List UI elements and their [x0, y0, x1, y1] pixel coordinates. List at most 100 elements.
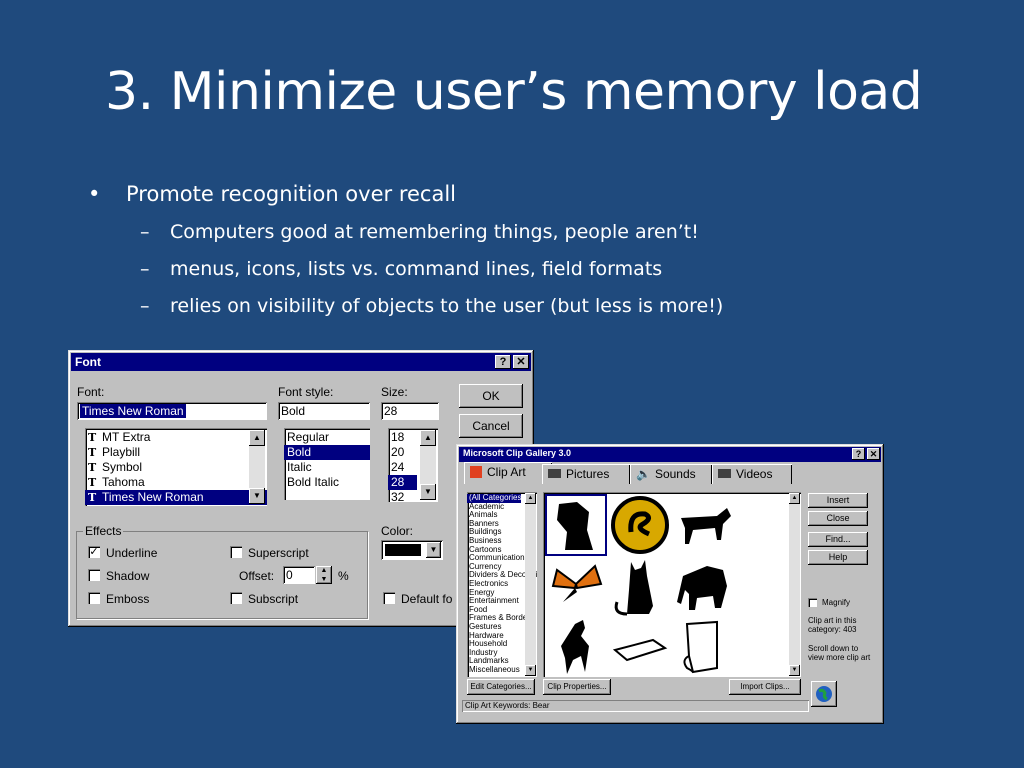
clip-art-grid[interactable]: ▲ ▼ — [543, 492, 801, 677]
effects-label: Effects — [83, 524, 124, 538]
help-button[interactable]: ? — [852, 448, 865, 460]
tab-clip-art[interactable]: Clip Art — [464, 462, 552, 484]
list-item[interactable]: Currency — [469, 561, 502, 571]
list-item[interactable]: Communication — [469, 553, 525, 563]
bull-clip[interactable] — [673, 494, 735, 556]
help-button[interactable]: ? — [495, 355, 511, 369]
list-item[interactable]: Entertainment — [469, 596, 519, 606]
subscript-checkbox[interactable] — [230, 592, 242, 604]
scroll-up-icon[interactable]: ▲ — [249, 430, 265, 446]
ok-button[interactable]: OK — [459, 384, 523, 408]
list-item[interactable]: Regular — [287, 430, 330, 444]
list-item[interactable]: Miscellaneous — [469, 664, 520, 674]
list-item[interactable]: 20 — [391, 445, 405, 459]
list-item[interactable]: Household — [469, 639, 508, 649]
font-style-list[interactable]: Regular Bold Italic Bold Italic — [284, 428, 370, 500]
clip-gallery-title: Microsoft Clip Gallery 3.0 — [463, 448, 572, 458]
truetype-icon: T — [88, 446, 97, 459]
tab-sounds[interactable]: 🔈Sounds — [630, 464, 712, 484]
list-item[interactable]: Animals — [469, 510, 498, 520]
scrollbar[interactable]: ▲ ▼ — [249, 430, 265, 504]
list-item[interactable]: Academic — [469, 501, 505, 511]
list-item[interactable]: 28 — [388, 475, 417, 490]
list-item[interactable]: Hardware — [469, 630, 504, 640]
butterfly-clip[interactable] — [545, 556, 607, 618]
insert-button[interactable]: Insert — [808, 493, 868, 508]
horse-clip[interactable] — [545, 616, 607, 677]
elephant-clip[interactable] — [673, 556, 735, 618]
find-button[interactable]: Find... — [808, 532, 868, 547]
list-item[interactable]: Italic — [287, 460, 312, 474]
close-icon[interactable]: ✕ — [513, 355, 529, 369]
list-item[interactable]: Food — [469, 604, 488, 614]
list-item[interactable]: Industry — [469, 647, 498, 657]
cancel-button[interactable]: Cancel — [459, 414, 523, 438]
default-checkbox[interactable] — [383, 592, 395, 604]
import-clips-button[interactable]: Import Clips... — [729, 679, 801, 695]
emboss-checkbox[interactable] — [88, 592, 100, 604]
list-item[interactable]: Gestures — [469, 621, 502, 631]
scroll-up-icon[interactable]: ▲ — [420, 430, 436, 446]
color-select[interactable]: ▼ — [381, 540, 443, 560]
scroll-down-icon[interactable]: ▼ — [249, 488, 265, 504]
offset-value: 0 — [286, 568, 293, 582]
list-item[interactable]: Bold — [284, 445, 370, 460]
scroll-down-icon[interactable]: ▼ — [525, 665, 536, 676]
font-style-input[interactable]: Bold — [278, 402, 370, 420]
font-style-label: Font style: — [278, 385, 334, 399]
clip-properties-button[interactable]: Clip Properties... — [543, 679, 611, 695]
globe-icon[interactable] — [811, 681, 837, 707]
scroll-up-icon[interactable]: ▲ — [525, 493, 536, 504]
help-button[interactable]: Help — [808, 550, 868, 565]
close-icon[interactable]: ✕ — [867, 448, 880, 460]
tab-pictures[interactable]: Pictures — [542, 464, 630, 484]
chevron-down-icon[interactable]: ▼ — [426, 542, 441, 558]
underline-checkbox[interactable]: ✓ — [88, 546, 100, 558]
font-name-input[interactable]: Times New Roman — [77, 402, 267, 420]
scroll-down-icon[interactable]: ▼ — [789, 665, 800, 676]
offset-input[interactable]: 0 — [283, 566, 315, 584]
list-item[interactable]: Buildings — [469, 527, 502, 537]
category-list[interactable]: (All Categories) Academic Animals Banner… — [467, 492, 537, 677]
scrollbar[interactable]: ▲ ▼ — [525, 493, 536, 676]
list-item[interactable]: Dividers & Decorations — [469, 570, 537, 580]
list-item[interactable]: 24 — [391, 460, 405, 474]
list-item[interactable]: Bold Italic — [287, 475, 340, 489]
close-button[interactable]: Close — [808, 511, 868, 526]
parchment-clip[interactable] — [673, 616, 735, 677]
list-item[interactable]: Business — [469, 535, 502, 545]
font-size-list[interactable]: 18 20 24 28 32 ▲ ▼ — [388, 428, 438, 502]
bear-clip[interactable] — [545, 494, 607, 556]
list-item[interactable]: Electronics — [469, 578, 509, 588]
edit-categories-button[interactable]: Edit Categories... — [467, 679, 535, 695]
scroll-up-icon[interactable]: ▲ — [789, 493, 800, 504]
scrollbar[interactable]: ▲ ▼ — [789, 493, 800, 676]
scroll-clip[interactable] — [609, 616, 671, 677]
scroll-down-icon[interactable]: ▼ — [420, 484, 436, 500]
font-style-value: Bold — [281, 404, 306, 418]
scrollbar[interactable]: ▲ ▼ — [420, 430, 436, 500]
superscript-checkbox[interactable] — [230, 546, 242, 558]
font-size-input[interactable]: 28 — [381, 402, 439, 420]
cat-clip[interactable] — [609, 556, 671, 618]
magnify-checkbox[interactable] — [808, 598, 817, 607]
list-item[interactable]: Banners — [469, 518, 499, 528]
list-item[interactable]: Frames & Borders — [469, 613, 534, 623]
list-item[interactable]: 32 — [391, 490, 405, 502]
offset-spinner[interactable]: ▲▼ — [316, 566, 332, 584]
tab-videos[interactable]: Videos — [712, 464, 792, 484]
list-item[interactable]: Cartoons — [469, 544, 502, 554]
list-item[interactable]: 18 — [391, 430, 405, 444]
emblem-clip[interactable] — [609, 494, 671, 556]
list-item[interactable]: Energy — [469, 587, 495, 597]
list-item[interactable]: (All Categories) — [467, 493, 525, 503]
list-item[interactable]: Landmarks — [469, 656, 509, 666]
color-label: Color: — [381, 524, 414, 538]
shadow-checkbox[interactable] — [88, 569, 100, 581]
